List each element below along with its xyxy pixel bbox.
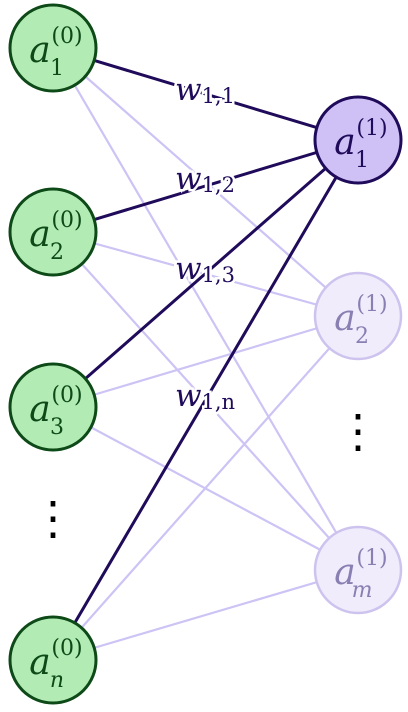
- weight-label-3: w1,3: [175, 251, 235, 287]
- input-neuron-4-superscript: (0): [51, 636, 82, 661]
- edge-input-2-to-output-1: [52, 138, 359, 234]
- neurons: a(0)1a(0)2a(0)3a(0)na(1)1a(1)2a(1)m: [8, 3, 403, 705]
- input-neuron-3: a(0) 3: [8, 362, 98, 452]
- output-neuron-2: a(1) 2: [313, 271, 403, 361]
- input-neuron-2-symbol: a: [29, 214, 50, 255]
- edge-input-4-to-output-3: [52, 568, 359, 662]
- input-neuron-2-subscript: 2: [50, 240, 64, 265]
- output-neuron-2-symbol: a: [334, 298, 355, 339]
- input-layer-ellipsis: ⋮: [30, 491, 76, 545]
- input-neuron-1-subscript: 1: [50, 56, 64, 81]
- weight-subscript: 1,2: [202, 173, 235, 197]
- edge-input-4-to-output-2: [52, 315, 359, 661]
- input-neuron-4-subscript: n: [50, 668, 64, 693]
- faded-connections: [52, 47, 359, 662]
- input-neuron-4: a(0) n: [8, 615, 98, 705]
- edge-input-1-to-output-3: [52, 47, 359, 571]
- weight-base: w: [175, 161, 202, 197]
- input-neuron-1-circle: [8, 3, 98, 93]
- weight-label-1: w1,1: [175, 72, 235, 108]
- weight-label-4: w1,n: [175, 378, 235, 414]
- weight-label-2: w1,2: [175, 161, 235, 197]
- weight-subscript: 1,1: [202, 84, 235, 108]
- output-neuron-3-superscript: (1): [356, 546, 387, 571]
- weight-labels: w1,1w1,2w1,3w1,n: [172, 69, 237, 416]
- output-neuron-3: a(1) m: [313, 525, 403, 615]
- output-neuron-1-subscript: 1: [355, 148, 369, 173]
- weight-base: w: [175, 72, 202, 108]
- output-neuron-1-circle: [313, 95, 403, 185]
- input-neuron-1-superscript: (0): [51, 24, 82, 49]
- output-neuron-2-superscript: (1): [356, 292, 387, 317]
- input-neuron-2-circle: [8, 187, 98, 277]
- weight-base: w: [175, 251, 202, 287]
- input-neuron-4-circle: [8, 615, 98, 705]
- input-neuron-1: a(0) 1: [8, 3, 98, 93]
- weight-base: w: [175, 378, 202, 414]
- input-neuron-3-subscript: 3: [50, 415, 64, 440]
- output-neuron-2-subscript: 2: [355, 324, 369, 349]
- edge-input-3-to-output-2: [52, 314, 359, 409]
- weight-subscript: 1,3: [202, 263, 235, 287]
- edge-input-3-to-output-1: [52, 138, 359, 409]
- input-neuron-4-symbol: a: [29, 642, 50, 683]
- edge-input-1-to-output-1: [52, 46, 359, 142]
- output-neuron-3-symbol: a: [334, 552, 355, 593]
- output-neuron-1-symbol: a: [334, 122, 355, 163]
- input-neuron-3-circle: [8, 362, 98, 452]
- output-neuron-3-subscript: m: [352, 578, 373, 603]
- output-neuron-3-circle: [313, 525, 403, 615]
- output-neuron-1-superscript: (1): [356, 116, 387, 141]
- active-connections: [51, 46, 360, 661]
- output-layer-ellipsis: ⋮: [335, 404, 381, 458]
- input-neuron-1-symbol: a: [29, 30, 50, 71]
- input-neuron-2-superscript: (0): [51, 208, 82, 233]
- input-neuron-2: a(0) 2: [8, 187, 98, 277]
- edge-input-1-to-output-2: [52, 47, 359, 317]
- input-neuron-3-superscript: (0): [51, 383, 82, 408]
- input-neuron-3-symbol: a: [29, 389, 50, 430]
- output-neuron-1: a(1) 1: [313, 95, 403, 185]
- edge-input-4-to-output-1: [51, 139, 360, 661]
- output-neuron-2-circle: [313, 271, 403, 361]
- ellipses: ⋮⋮: [30, 404, 381, 545]
- weight-subscript: 1,n: [201, 390, 235, 414]
